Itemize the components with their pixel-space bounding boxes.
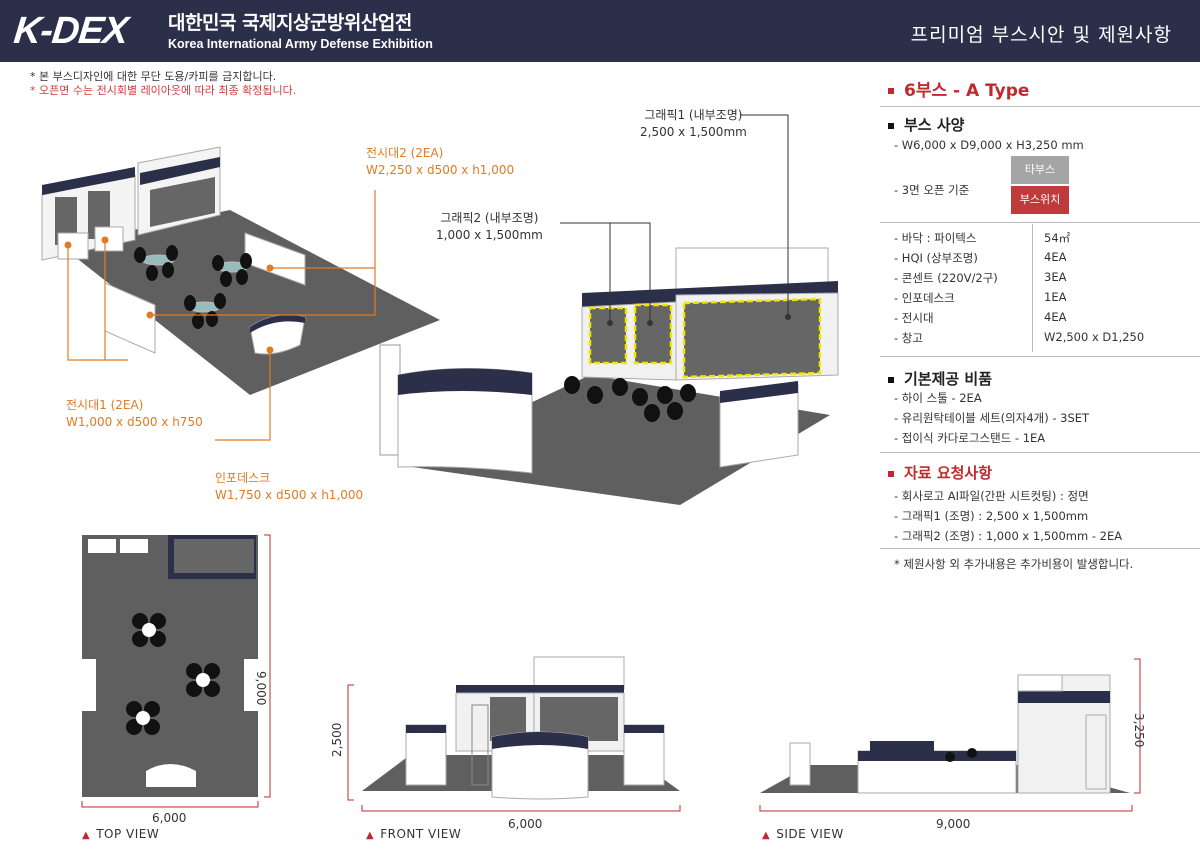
chip-other-booth: 타부스: [1011, 156, 1069, 184]
spec-row: - 전시대 4EA: [894, 310, 1194, 330]
callout-display1-title: 전시대1 (2EA): [66, 398, 144, 412]
exhibition-name-ko: 대한민국 국제지상군방위산업전: [168, 12, 412, 34]
front-view-width: 6,000: [508, 817, 543, 831]
request-title: 자료 요청사항: [904, 464, 993, 482]
top-view-label-text: TOP VIEW: [96, 827, 160, 841]
divider: [880, 452, 1200, 453]
booth-3d-drawings: [41, 114, 839, 505]
spec-row: - HQI (상부조명) 4EA: [894, 250, 1194, 270]
spec-row-value: 4EA: [1044, 310, 1067, 324]
red-triangle-icon: ▲: [762, 830, 771, 841]
red-bullet-icon: [888, 470, 894, 477]
spec-row-value: 54㎡: [1044, 231, 1071, 245]
table-divider: [1032, 224, 1033, 352]
spec-row-label: - 창고: [894, 331, 923, 345]
section-basic-items: 기본제공 비품: [888, 368, 992, 389]
callout-graphic1-title: 그래픽1 (내부조명): [644, 108, 743, 122]
side-view-width: 9,000: [936, 817, 971, 831]
basic-items-title: 기본제공 비품: [904, 370, 993, 388]
side-view-height: 3,250: [1132, 713, 1146, 748]
divider: [880, 548, 1200, 549]
red-triangle-icon: ▲: [366, 830, 375, 841]
spec-row-label: - HQI (상부조명): [894, 251, 978, 265]
callout-graphic2: 그래픽2 (내부조명) 1,000 x 1,500mm: [436, 210, 543, 244]
spec-row: - 창고 W2,500 x D1,250: [894, 330, 1194, 350]
spec-row-label: - 콘센트 (220V/2구): [894, 271, 998, 285]
booth-type-text: 6부스 - A Type: [904, 81, 1030, 101]
spec-row: - 바닥 : 파이텍스 54㎡: [894, 230, 1194, 250]
red-bullet-icon: [888, 88, 894, 94]
callout-display1-size: W1,000 x d500 x h750: [66, 415, 203, 429]
spec-row-value: 4EA: [1044, 250, 1067, 264]
callout-graphic2-size: 1,000 x 1,500mm: [436, 228, 543, 242]
callout-display2-title: 전시대2 (2EA): [366, 146, 444, 160]
kdex-logo: K-DEX: [11, 10, 130, 52]
notice-open-sides: * 오픈면 수는 전시회별 레이아웃에 따라 최종 확정됩니다.: [30, 84, 297, 97]
booth-spec-title: 부스 사양: [904, 116, 965, 134]
orthographic-views: 6,000 9,000 2,500 6,000 9,000 3,250 ▲ TOP…: [0, 525, 1200, 849]
callout-graphic2-title: 그래픽2 (내부조명): [440, 211, 539, 225]
spec-row-value: 3EA: [1044, 270, 1067, 284]
callout-lines-orange: [64, 190, 376, 441]
front-view-label: ▲ FRONT VIEW: [366, 827, 461, 841]
header-bar: K-DEX 대한민국 국제지상군방위산업전 Korea Internationa…: [0, 0, 1200, 62]
chip-booth-location: 부스위치: [1011, 186, 1069, 214]
basic-item: - 유리원탁테이블 세트(의자4개) - 3SET: [894, 411, 1090, 425]
section-booth-spec: 부스 사양: [888, 114, 964, 135]
divider: [880, 106, 1200, 107]
top-view-depth: 9,000: [254, 671, 268, 706]
divider: [880, 222, 1200, 223]
section-requests: 자료 요청사항: [888, 462, 992, 483]
spec-row-value: W2,500 x D1,250: [1044, 330, 1145, 344]
exhibition-name-en: Korea International Army Defense Exhibit…: [168, 37, 433, 51]
black-bullet-icon: [888, 376, 894, 383]
front-view-label-text: FRONT VIEW: [380, 827, 462, 841]
notice-copyright: * 본 부스디자인에 대한 무단 도용/카피를 금지합니다.: [30, 70, 277, 83]
front-view-drawing: [347, 656, 681, 812]
page-title: 프리미엄 부스시안 및 제원사항: [910, 24, 1172, 46]
booth-front-perspective: [379, 247, 839, 505]
callout-display2: 전시대2 (2EA) W2,250 x d500 x h1,000: [366, 145, 514, 179]
view-drawings: [81, 534, 1141, 812]
top-view-drawing: [81, 534, 271, 808]
callout-infodesk-size: W1,750 x d500 x h1,000: [215, 488, 364, 502]
spec-row-label: - 인포데스크: [894, 291, 955, 305]
request-item: - 그래픽2 (조명) : 1,000 x 1,500mm - 2EA: [894, 529, 1123, 543]
request-item: - 그래픽1 (조명) : 2,500 x 1,500mm: [894, 509, 1089, 523]
front-view-height: 2,500: [330, 722, 344, 757]
callout-infodesk-title: 인포데스크: [215, 471, 271, 485]
open-sides: - 3면 오픈 기준: [894, 183, 970, 197]
request-item: - 회사로고 AI파일(간판 시트컷팅) : 정면: [894, 489, 1089, 503]
side-view-label: ▲ SIDE VIEW: [762, 827, 844, 841]
callout-graphic1-size: 2,500 x 1,500mm: [640, 125, 747, 139]
basic-item: - 하이 스툴 - 2EA: [894, 391, 982, 405]
top-view-label: ▲ TOP VIEW: [82, 827, 159, 841]
callout-display2-size: W2,250 x d500 x h1,000: [366, 163, 515, 177]
top-view-width: 6,000: [152, 811, 187, 825]
spec-row: - 인포데스크 1EA: [894, 290, 1194, 310]
callout-graphic1: 그래픽1 (내부조명) 2,500 x 1,500mm: [640, 107, 747, 141]
callout-lines-dark: [560, 114, 791, 326]
info-sign-text: INFORMATION: [422, 393, 470, 400]
booth-rear-perspective: [41, 146, 440, 395]
spec-row-label: - 바닥 : 파이텍스: [894, 231, 977, 245]
black-bullet-icon: [888, 122, 894, 129]
divider: [880, 356, 1200, 357]
red-triangle-icon: ▲: [82, 830, 91, 841]
spec-row-label: - 전시대: [894, 311, 934, 325]
callout-infodesk: 인포데스크 W1,750 x d500 x h1,000: [215, 470, 363, 504]
spec-row: - 콘센트 (220V/2구) 3EA: [894, 270, 1194, 290]
booth-type-title: 6부스 - A Type: [888, 76, 1029, 101]
callout-display1: 전시대1 (2EA) W1,000 x d500 x h750: [66, 397, 203, 431]
spec-row-value: 1EA: [1044, 290, 1067, 304]
side-view-drawing: [759, 658, 1141, 812]
side-view-label-text: SIDE VIEW: [776, 827, 844, 841]
booth-dims: - W6,000 x D9,000 x H3,250 mm: [894, 138, 1084, 152]
basic-item: - 접이식 카다로그스탠드 - 1EA: [894, 431, 1046, 445]
footnote: * 제원사항 외 추가내용은 추가비용이 발생합니다.: [894, 557, 1134, 571]
booth-illustrations: 전시대2 (2EA) W2,250 x d500 x h1,000 전시대1 (…: [0, 95, 870, 525]
